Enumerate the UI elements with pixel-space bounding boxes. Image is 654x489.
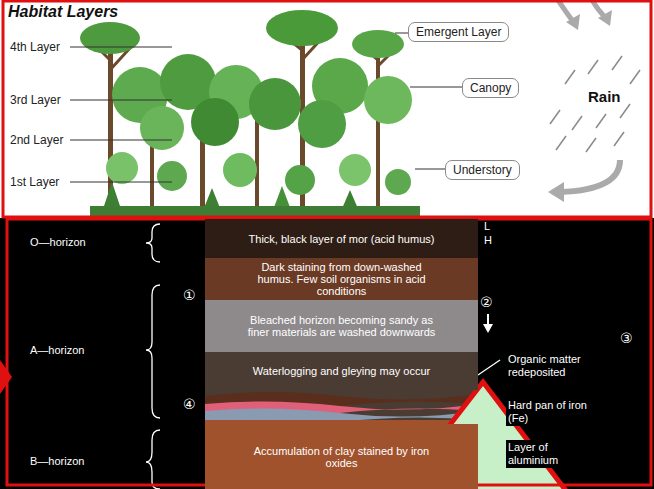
side-label: Layer of aluminium [506, 440, 590, 468]
title-text: Habitat Layers [8, 3, 118, 21]
horizon-code: H [484, 234, 492, 247]
callout-number: ③ [620, 330, 633, 346]
band-text: Bleached horizon becoming sandy as finer… [244, 314, 440, 338]
callout-number: ① [183, 287, 196, 303]
horizon-label: B—horizon [30, 455, 84, 468]
box-text: Understory [453, 163, 512, 177]
side-label: Organic matter redeposited [506, 352, 610, 380]
callout-number: ② [480, 294, 493, 310]
layer-box: Emergent Layer [408, 22, 509, 42]
band-text: Waterlogging and gleying may occur [244, 365, 440, 377]
soil-band: Thick, black layer of mor (acid humus) [205, 219, 478, 258]
soil-band: Bleached horizon becoming sandy as finer… [205, 300, 478, 352]
soil-band: Dark staining from down-washed humus. Fe… [205, 258, 478, 300]
band-text: Thick, black layer of mor (acid humus) [244, 233, 440, 245]
horizon-label: A—horizon [30, 344, 84, 357]
layer-box: Understory [445, 160, 520, 180]
box-text: Canopy [470, 81, 511, 95]
horizon-label: O—horizon [30, 236, 86, 249]
box-text: Emergent Layer [416, 25, 501, 39]
layer-box: Canopy [462, 78, 519, 98]
band-text: Accumulation of clay stained by iron oxi… [244, 445, 440, 469]
soil-band: Waterlogging and gleying may occur [205, 352, 478, 390]
soil-band: Accumulation of clay stained by iron oxi… [205, 424, 478, 489]
layer-label: 3rd Layer [10, 93, 61, 107]
layer-label: 2nd Layer [10, 133, 63, 147]
layer-label: 1st Layer [10, 175, 59, 189]
side-label: Hard pan of iron (Fe) [506, 398, 600, 426]
band-text: Dark staining from down-washed humus. Fe… [244, 261, 440, 297]
callout-number: ④ [183, 396, 196, 412]
horizon-code: L [484, 220, 490, 233]
layer-label: 4th Layer [10, 40, 60, 54]
rain-label: Rain [586, 87, 623, 106]
